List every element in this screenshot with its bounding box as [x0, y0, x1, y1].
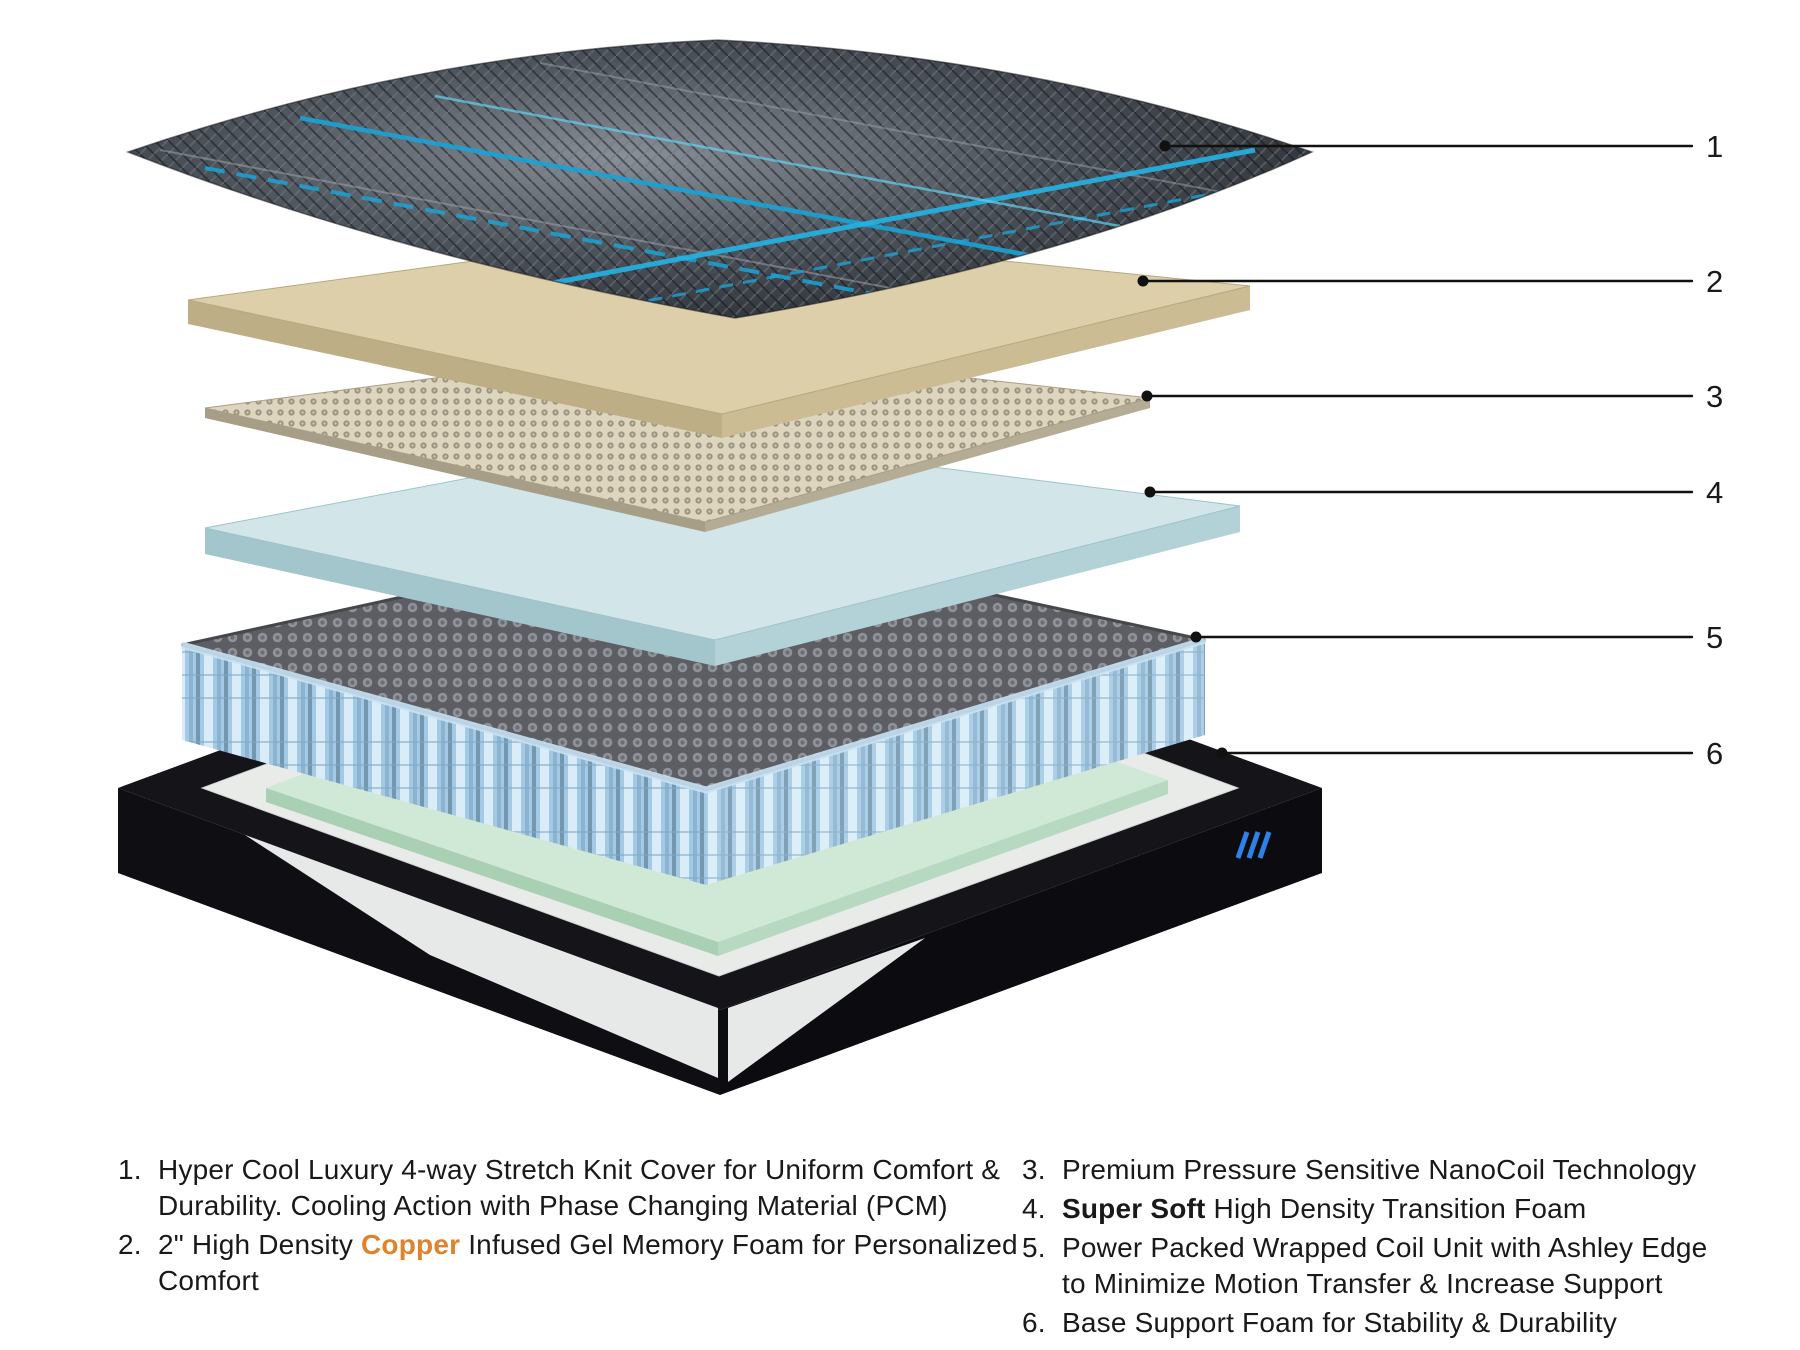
cover-outline: [125, 39, 1315, 319]
coil-top-front-edge-highlight: [181, 636, 1207, 794]
brand-logo-icon: [1235, 831, 1272, 859]
memory-foam-top: [187, 229, 1251, 415]
callout-2-number: 2: [1706, 264, 1723, 299]
callout-1: 1: [1159, 129, 1723, 164]
base-front-right-white-wedge: [728, 938, 925, 1082]
callout-6-number: 6: [1706, 736, 1723, 771]
legend-item-2-text: 2" High Density Copper Infused Gel Memor…: [158, 1227, 1023, 1299]
callout-3-number: 3: [1706, 379, 1723, 414]
coil-front-left-face: [182, 645, 706, 885]
callout-5: 5: [1190, 620, 1723, 655]
callout-2: 2: [1137, 264, 1723, 299]
nanocoil-front-right: [705, 398, 1150, 532]
legend-item-6-number: 6.: [1022, 1307, 1046, 1338]
callout-1-number: 1: [1706, 129, 1723, 164]
base-front-left-white-panel: [245, 835, 718, 1078]
memory-foam-front-left: [188, 300, 722, 438]
callout-4: 4: [1144, 475, 1723, 510]
legend-item-1-number: 1.: [118, 1154, 142, 1185]
legend-item-4-text: Super Soft High Density Transition Foam: [1062, 1191, 1722, 1227]
callout-4-number: 4: [1706, 475, 1723, 510]
transition-foam-top: [204, 435, 1241, 641]
legend-item-6: 6. Base Support Foam for Stability & Dur…: [1022, 1305, 1722, 1341]
legend-item-6-text: Base Support Foam for Stability & Durabi…: [1062, 1307, 1618, 1338]
legend-item-4-rest: High Density Transition Foam: [1205, 1193, 1587, 1224]
legend-item-4-number: 4.: [1022, 1193, 1046, 1224]
callout-5-number: 5: [1706, 620, 1723, 655]
legend-item-3-text: Premium Pressure Sensitive NanoCoil Tech…: [1062, 1154, 1697, 1185]
legend-item-3: 3. Premium Pressure Sensitive NanoCoil T…: [1022, 1152, 1722, 1188]
legend-left-column: 1. Hyper Cool Luxury 4-way Stretch Knit …: [118, 1152, 1023, 1302]
transition-foam-front-right: [715, 506, 1240, 666]
callout-6: 6: [1216, 736, 1723, 771]
base-front-right-face: [720, 788, 1322, 1095]
base-green-foam-edge-right: [718, 780, 1168, 956]
legend-item-4: 4. Super Soft High Density Transition Fo…: [1022, 1191, 1722, 1227]
legend-item-4-bold: Super Soft: [1062, 1193, 1206, 1224]
coil-front-right-face: [706, 640, 1205, 885]
cover-plaid-stripes: [159, 62, 1296, 318]
legend-item-5: 5. Power Packed Wrapped Coil Unit with A…: [1022, 1230, 1722, 1302]
layer-4-transition-foam: [204, 435, 1241, 666]
nanocoil-front-left: [205, 408, 705, 532]
legend-item-2-pre: 2" High Density: [158, 1229, 362, 1260]
memory-foam-front-right: [722, 286, 1250, 438]
layer-1-stretch-knit-cover: [125, 39, 1315, 319]
legend-item-2-post: Infused Gel Memory Foam for Personalized…: [158, 1229, 1018, 1296]
legend-right-column: 3. Premium Pressure Sensitive NanoCoil T…: [1022, 1152, 1722, 1344]
coil-front-right-sheen: [706, 640, 1205, 885]
legend-item-2-number: 2.: [118, 1229, 142, 1260]
legend-item-5-number: 5.: [1022, 1232, 1046, 1263]
callouts: 1 2 3 4 5: [1137, 129, 1723, 771]
legend-item-5-text: Power Packed Wrapped Coil Unit with Ashl…: [1062, 1232, 1708, 1299]
legend-item-2-copper-highlight: Copper: [361, 1229, 461, 1260]
base-green-foam-edge-left: [266, 788, 718, 956]
legend-item-1-text: Hyper Cool Luxury 4-way Stretch Knit Cov…: [158, 1154, 1001, 1221]
layer-2-gel-memory-foam: [187, 229, 1251, 438]
legend-item-2: 2. 2" High Density Copper Infused Gel Me…: [118, 1227, 1023, 1299]
legend-item-3-number: 3.: [1022, 1154, 1046, 1185]
legend-item-1: 1. Hyper Cool Luxury 4-way Stretch Knit …: [118, 1152, 1023, 1224]
transition-foam-front-left: [205, 528, 715, 666]
callout-3: 3: [1141, 379, 1723, 414]
